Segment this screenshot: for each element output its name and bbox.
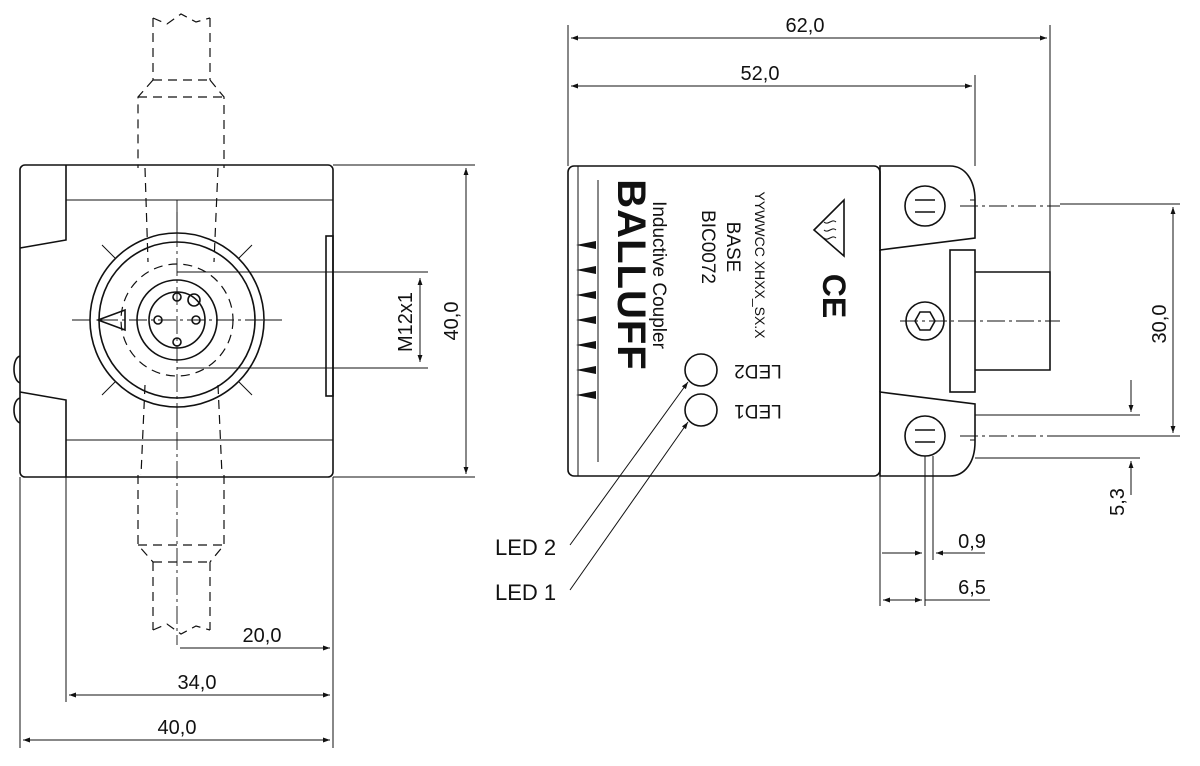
product-code: YYWWCC XHXX_SX.X <box>752 191 768 339</box>
led-indicators: LED2 LED1 <box>684 353 782 427</box>
housing-front <box>13 164 334 478</box>
brand-logo: BALLUFF <box>609 179 653 370</box>
dim-inner-width-label: 34,0 <box>178 672 217 694</box>
led1-marking: LED1 <box>734 400 782 421</box>
led2-window <box>684 353 718 387</box>
dim-body-length-label: 52,0 <box>741 63 780 85</box>
led-callouts: LED 2 LED 1 <box>495 381 689 605</box>
ce-mark-icon: CE <box>816 274 852 318</box>
dim-thread: M12x1 <box>177 271 428 369</box>
mounting-hole-bottom <box>904 415 946 457</box>
dim-overall-width-label: 40,0 <box>158 717 197 739</box>
dim-hole-spacing: 30,0 5,3 <box>975 203 1180 516</box>
dim-center-offset-label: 20,0 <box>243 625 282 647</box>
dim-hole-offset-label: 5,3 <box>1107 488 1129 516</box>
dim-thread-label: M12x1 <box>395 292 417 352</box>
led2-callout: LED 2 <box>495 535 556 560</box>
dim-overall-length-label: 62,0 <box>786 15 825 37</box>
mounting-flange <box>879 165 1060 477</box>
grip-ribs <box>576 241 596 399</box>
housing-labels: BALLUFF Inductive Coupler BIC0072 BASE Y… <box>609 179 852 370</box>
led1-window <box>684 393 718 427</box>
product-category: Inductive Coupler <box>648 201 669 350</box>
dim-height: 40,0 <box>333 164 475 478</box>
dim-lengths: 62,0 52,0 <box>567 15 1051 272</box>
dim-flange-width-label: 6,5 <box>958 577 986 599</box>
front-view: M12x1 40,0 20,0 34,0 40,0 <box>13 13 475 748</box>
dim-hole-spacing-label: 30,0 <box>1149 305 1171 344</box>
m12-connector <box>72 200 282 645</box>
mounting-hole-top <box>904 185 946 227</box>
product-variant: BASE <box>722 222 743 273</box>
dim-widths: 20,0 34,0 40,0 <box>19 477 334 748</box>
dim-flange: 0,9 6,5 <box>879 456 990 606</box>
cable-bottom <box>137 384 225 635</box>
warning-hot-surface-icon <box>812 198 845 258</box>
dim-flange-gap-label: 0,9 <box>958 531 986 553</box>
dim-height-label: 40,0 <box>441 302 463 341</box>
cable-top <box>137 13 225 263</box>
led1-callout: LED 1 <box>495 580 556 605</box>
side-view: BALLUFF Inductive Coupler BIC0072 BASE Y… <box>495 15 1180 606</box>
led2-marking: LED2 <box>734 360 782 381</box>
product-model: BIC0072 <box>697 210 718 284</box>
